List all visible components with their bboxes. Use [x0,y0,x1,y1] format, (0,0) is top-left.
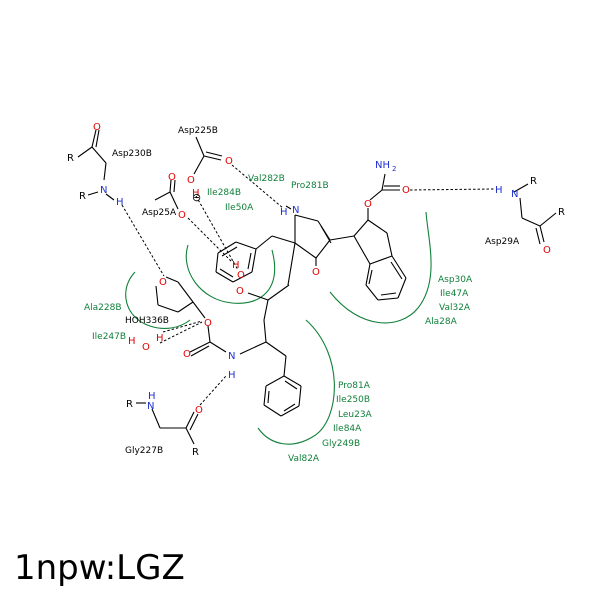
atom-h: H [192,188,200,199]
atom-o: O [183,349,191,360]
atom-o: O [236,286,244,297]
atom-n: N [511,189,518,200]
hydrophobic-label-ile50a: Ile50A [225,203,254,213]
atom-n-subscript: 2 [392,165,396,173]
atom-o: O [402,185,410,196]
hydrophobic-label-val32a: Val32A [439,303,471,313]
hydrophobic-label-ile247b: Ile247B [92,332,126,342]
hydrophobic-label-val282b: Val282B [248,174,285,184]
atom-o: O [204,318,212,329]
hbond-gly227b-nh [199,375,227,406]
atom-o: O [195,405,203,416]
hydrophobic-label-ile284b: Ile284B [207,188,241,198]
atom-labels: O R N R H O O H O O ⊖ N H O O NH 2 O O H… [67,122,565,458]
hydrophobic-label-pro281b: Pro281B [291,181,329,191]
residue-labels: Asp230B Asp225B Asp25A Asp29A Gly227B HO… [112,126,520,456]
hydrophobic-label-ala28a: Ala28A [425,317,458,327]
hydrophobic-label-ala228b: Ala228B [84,303,122,313]
hydrophobic-arc-right [329,211,432,324]
hydrophobic-labels: Val282B Pro281B Ile284B Ile50A Ala228B I… [84,174,473,464]
hbond-water-1 [159,321,203,344]
hydrophobic-label-pro81a: Pro81A [338,381,371,391]
hbond-asp230b-thf [121,204,165,277]
atom-o: O [93,122,101,133]
atom-o: O [225,156,233,167]
hydrophobic-label-val82a: Val82A [288,454,320,464]
atom-o: O [543,245,551,256]
atom-o: O [237,270,245,281]
hydrophobic-label-gly249b: Gly249B [322,439,360,449]
atom-h: H [228,370,236,381]
atom-r: R [79,191,86,202]
atom-h: H [116,197,124,208]
atom-h: H [128,336,136,347]
hbond-asp225b-nh [231,164,284,209]
hydrophobic-label-ile47a: Ile47A [440,289,469,299]
residue-bonds [77,129,557,445]
atom-h: H [156,333,164,344]
hydrophobic-label-leu23a: Leu23A [338,410,373,420]
atom-o: O [159,277,167,288]
hydrophobic-arcs [125,211,432,445]
atom-h: H [148,391,156,402]
hbond-asp29a-carbamate [409,188,495,191]
hbond-asp25a-oh [187,217,233,263]
atom-r: R [126,399,133,410]
atom-h: H [495,185,503,196]
residue-label-asp29a: Asp29A [485,237,520,247]
hydrophobic-label-ile84a: Ile84A [333,424,362,434]
hydrophobic-arc-left [125,271,191,329]
residue-label-asp25a: Asp25A [142,208,177,218]
atom-n: N [292,205,299,216]
hydrophobic-label-asp30a: Asp30A [438,275,473,285]
hbond-asp225b-oh [195,195,239,271]
atom-r: R [67,153,74,164]
atom-o: O [168,172,176,183]
residue-label-asp230b: Asp230B [112,149,152,159]
atom-o: O [142,342,150,353]
atom-o: O [187,175,195,186]
hydrogen-bonds [121,164,495,406]
atom-r: R [530,176,537,187]
charge-minus-icon: ⊖ [192,191,201,204]
residue-label-gly227b: Gly227B [125,446,163,456]
atom-n: N [228,351,235,362]
hydrophobic-label-ile250b: Ile250B [336,395,370,405]
atom-r: R [192,447,199,458]
atom-o: O [364,199,372,210]
hydrophobic-arc-top [185,244,276,304]
atom-h: H [232,260,240,271]
atom-n: N [100,185,107,196]
atom-n: N [147,401,154,412]
hydrophobic-arc-bottom [257,319,335,445]
atom-n: NH [375,160,390,171]
atom-h: H [280,207,288,218]
atom-o: O [312,267,320,278]
atom-r: R [558,207,565,218]
page-title: 1npw:LGZ [14,548,185,588]
residue-label-hoh336b: HOH336B [125,316,169,326]
residue-label-asp225b: Asp225B [178,126,218,136]
hbond-water-2 [162,320,203,333]
atom-o: O [178,210,186,221]
